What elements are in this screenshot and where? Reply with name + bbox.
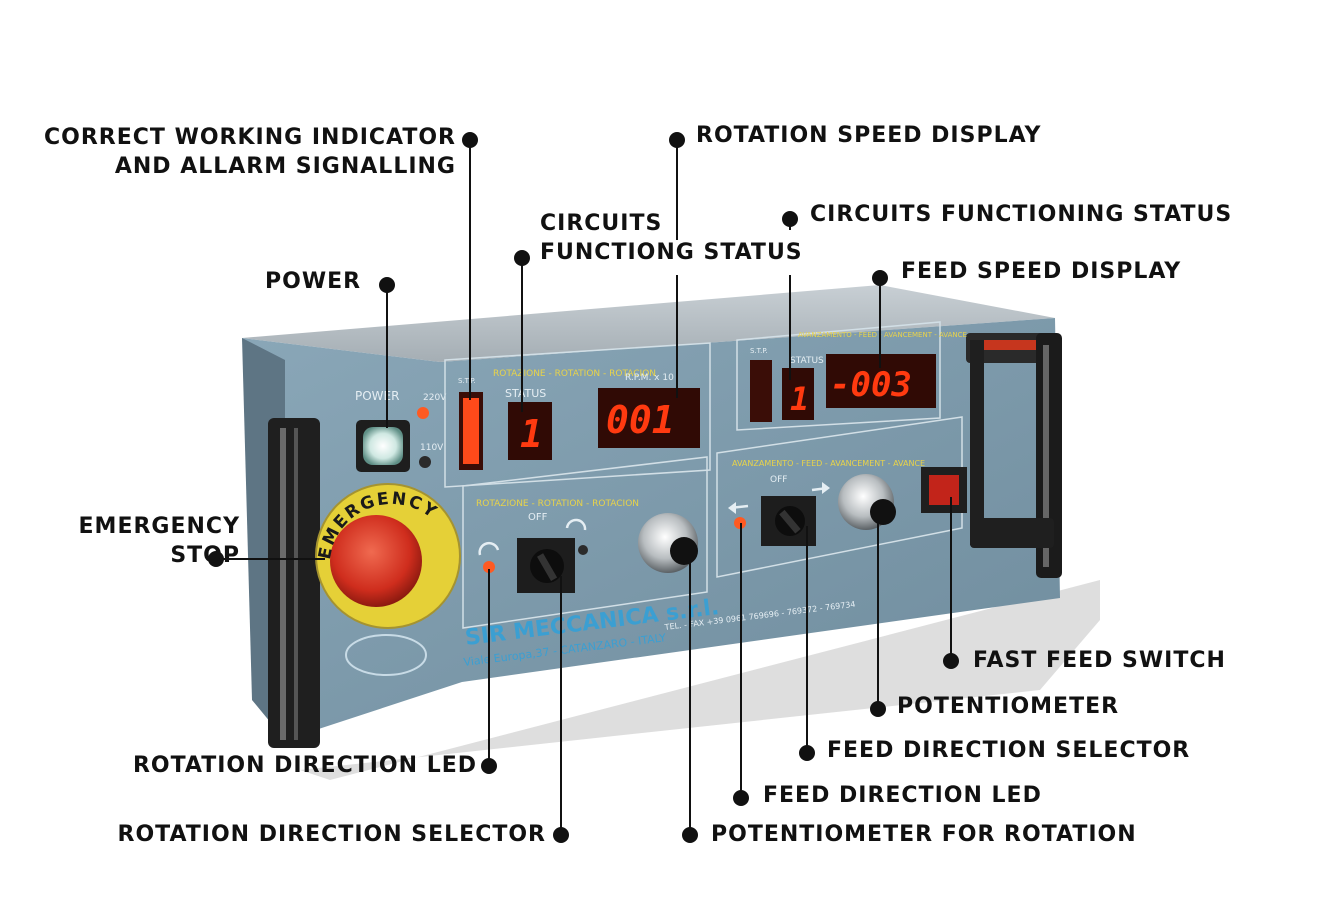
emergency-stop-button[interactable] bbox=[315, 483, 461, 629]
feed-header-label: AVANZAMENTO - FEED - AVANCEMENT - AVANCE bbox=[798, 331, 967, 339]
rotation-direction-led-right bbox=[578, 545, 588, 555]
rpm-label: R.P.M. x 10 bbox=[625, 373, 674, 383]
rotation-box-label: ROTAZIONE - ROTATION - ROTACION bbox=[476, 499, 639, 509]
panel-110v-label: 110V bbox=[420, 443, 444, 453]
leader-dots bbox=[208, 132, 959, 843]
callout-feed-speed-display: FEED SPEED DISPLAY bbox=[901, 259, 1182, 284]
device-top-cover bbox=[242, 285, 1055, 362]
feed-control-frame bbox=[716, 416, 963, 578]
rotation-cw-arrow-icon bbox=[565, 518, 587, 531]
callout-rotation-direction-led: ROTATION DIRECTION LED bbox=[132, 753, 477, 778]
feed-status-value: 1 bbox=[790, 380, 809, 418]
feed-status-display bbox=[782, 368, 814, 420]
status-right-label: STATUS bbox=[790, 356, 824, 366]
feed-left-arrow-icon bbox=[728, 502, 749, 514]
feed-box-label: AVANZAMENTO - FEED - AVANCEMENT - AVANCE bbox=[732, 459, 925, 468]
callout-emergency-stop: EMERGENCY STOP bbox=[78, 514, 240, 568]
feed-display-frame bbox=[736, 321, 941, 431]
rotation-control-frame bbox=[462, 456, 708, 629]
callout-feed-direction-led: FEED DIRECTION LED bbox=[763, 783, 1042, 808]
callout-potentiometer: POTENTIOMETER bbox=[897, 694, 1120, 719]
fast-feed-switch[interactable] bbox=[921, 467, 967, 513]
rotation-speed-value: 001 bbox=[606, 398, 675, 442]
rotation-speed-display bbox=[598, 388, 700, 448]
callout-rotation-speed-display: ROTATION SPEED DISPLAY bbox=[696, 123, 1042, 148]
110v-indicator-led bbox=[419, 456, 431, 468]
stp-right-label: S.T.P. bbox=[750, 347, 768, 355]
power-switch[interactable] bbox=[356, 420, 410, 472]
device-shadow bbox=[300, 580, 1100, 780]
status-left-label: STATUS bbox=[505, 387, 546, 400]
callout-potentiometer-for-rotation: POTENTIOMETER FOR ROTATION bbox=[711, 822, 1137, 847]
callout-feed-direction-selector: FEED DIRECTION SELECTOR bbox=[827, 738, 1191, 763]
stp-left-label: S.T.P. bbox=[458, 377, 476, 385]
feed-off-label: OFF bbox=[770, 475, 787, 485]
callout-correct-working-indicator: CORRECT WORKING INDICATOR AND ALLARM SIG… bbox=[44, 125, 456, 179]
panel-power-label: POWER bbox=[355, 389, 399, 403]
callout-circuits-functioning-status: CIRCUITS FUNCTIONING STATUS bbox=[810, 202, 1233, 227]
feed-direction-selector[interactable] bbox=[761, 496, 816, 546]
220v-indicator-led bbox=[417, 407, 429, 419]
rotation-status-display bbox=[508, 402, 552, 460]
callout-circuits-functiong-status: CIRCUITS FUNCTIONG STATUS bbox=[540, 211, 803, 265]
panel-220v-label: 220V bbox=[423, 393, 447, 403]
feed-speed-value: -003 bbox=[830, 365, 912, 405]
callout-power: POWER bbox=[265, 269, 362, 294]
left-handle bbox=[268, 418, 320, 748]
callout-fast-feed-switch: FAST FEED SWITCH bbox=[973, 648, 1226, 673]
rotation-ccw-arrow-icon bbox=[478, 541, 500, 556]
feed-bar-indicator bbox=[750, 360, 772, 422]
callout-rotation-direction-selector: ROTATION DIRECTION SELECTOR bbox=[117, 822, 546, 847]
rotation-header-label: ROTAZIONE - ROTATION - ROTACION bbox=[493, 369, 656, 379]
feed-right-arrow-icon bbox=[811, 482, 830, 494]
rotation-direction-led bbox=[483, 561, 495, 573]
right-handle bbox=[966, 333, 1062, 578]
company-logo bbox=[345, 634, 427, 676]
rotation-status-value: 1 bbox=[520, 412, 543, 456]
rotation-display-frame bbox=[444, 342, 711, 488]
feed-potentiometer[interactable] bbox=[838, 474, 896, 530]
rotation-off-label: OFF bbox=[528, 512, 548, 523]
rotation-direction-selector[interactable] bbox=[517, 538, 575, 593]
correct-working-bar-indicator bbox=[459, 392, 483, 470]
